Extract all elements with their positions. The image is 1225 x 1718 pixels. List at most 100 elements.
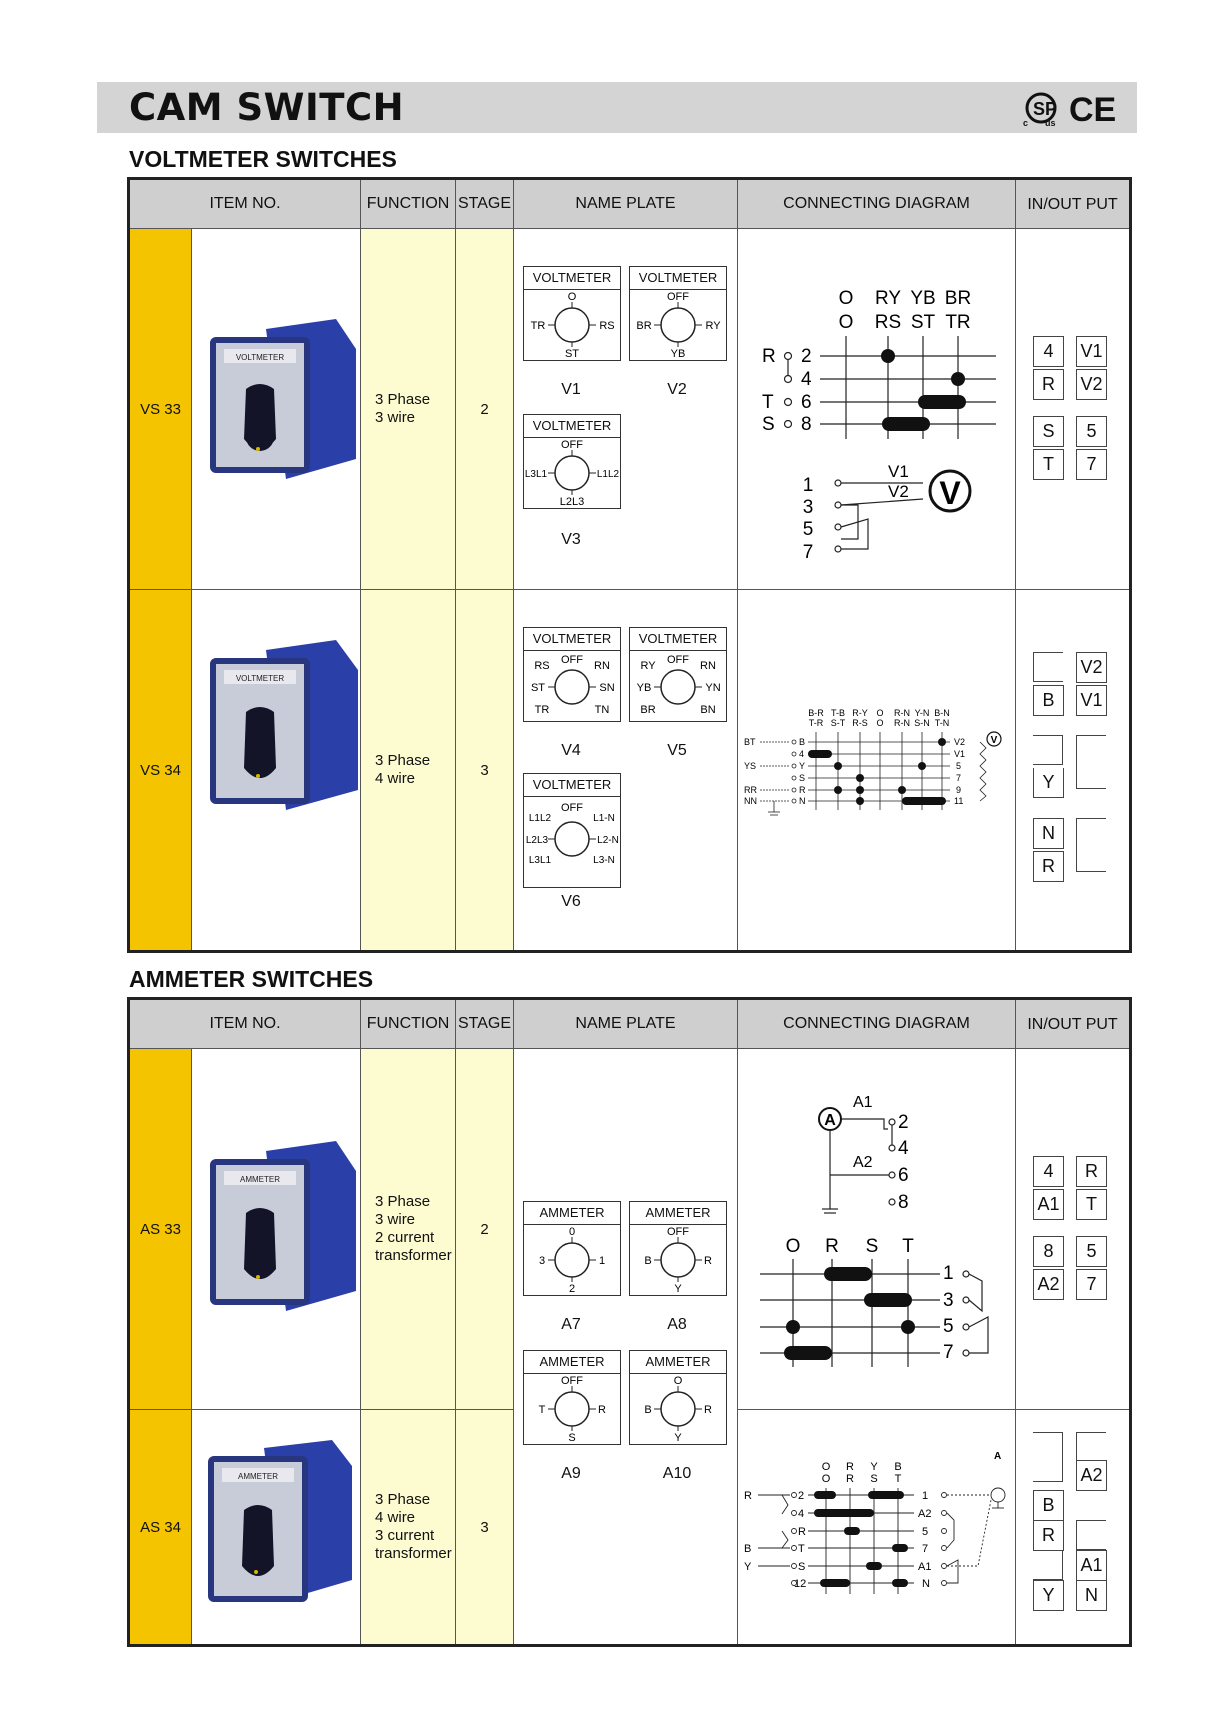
svg-text:ST: ST	[911, 312, 936, 333]
plate-head: VOLTMETER	[524, 267, 621, 290]
svg-text:YS: YS	[744, 761, 756, 771]
svg-text:RY: RY	[640, 660, 656, 672]
io-terminal: R	[1033, 1520, 1065, 1551]
svg-text:R-N: R-N	[894, 718, 910, 728]
svg-text:R-Y: R-Y	[852, 708, 868, 718]
svg-text:L2-N: L2-N	[597, 835, 619, 846]
svg-text:7: 7	[922, 1543, 928, 1555]
plate-code: V5	[667, 742, 687, 759]
svg-text:AMMETER: AMMETER	[238, 1472, 278, 1481]
svg-text:OFF: OFF	[561, 439, 583, 451]
table-row: AS 33 AMMETER 3 Phase 3 wire 2 current t…	[128, 1048, 1132, 1646]
svg-text:Y-N: Y-N	[915, 708, 930, 718]
io-terminal: V1	[1076, 336, 1108, 367]
name-plate-a7: AMMETER 0 3 1 2	[523, 1201, 622, 1296]
svg-text:SN: SN	[599, 682, 614, 694]
svg-text:R-S: R-S	[852, 718, 868, 728]
io-terminal: 5	[1076, 1236, 1108, 1267]
svg-text:ST: ST	[531, 682, 545, 694]
io-terminal: A2	[1076, 1460, 1108, 1491]
plate-head: AMMETER	[524, 1351, 621, 1374]
svg-text:T: T	[539, 1404, 546, 1416]
io-terminal: S	[1033, 416, 1065, 447]
name-plate-v3: VOLTMETER OFF L3L1 L1L2 L2L3	[523, 414, 622, 509]
svg-text:B: B	[644, 1255, 651, 1267]
svg-text:VOLTMETER: VOLTMETER	[236, 674, 285, 683]
function-cell: 3 Phase 3 wire	[360, 228, 457, 590]
col-name-plate: NAME PLATE	[513, 178, 739, 229]
svg-text:R: R	[825, 1236, 839, 1257]
svg-text:TR: TR	[535, 704, 550, 716]
plate-code: V1	[561, 381, 581, 398]
svg-text:6: 6	[801, 392, 812, 413]
col-function: FUNCTION	[360, 178, 457, 229]
svg-text:S: S	[568, 1432, 575, 1444]
svg-text:TR: TR	[531, 320, 546, 332]
io-terminal: 4	[1033, 336, 1065, 367]
name-plate-v1: VOLTMETER O TR RS ST	[523, 266, 622, 361]
cam-switch-image: AMMETER	[210, 1141, 356, 1311]
svg-text:S-T: S-T	[831, 718, 846, 728]
name-plate-v6: VOLTMETER OFF L1L2 L1-N L2L3 L2-N L3L1 L…	[523, 773, 622, 888]
certification-logos: SP c us CE	[1023, 88, 1123, 136]
svg-text:8: 8	[801, 414, 812, 435]
function-line: 3 wire	[375, 1211, 416, 1228]
svg-text:ST: ST	[565, 348, 579, 360]
cert-c: c	[1023, 118, 1028, 128]
name-plate-cell: VOLTMETER O TR RS ST V1 VOLTMETER	[513, 228, 739, 590]
col-inout-put: IN/OUT PUT	[1015, 998, 1132, 1049]
io-terminal: A2	[1033, 1269, 1065, 1300]
header-banner: CAM SWITCH SP c us CE	[97, 82, 1137, 133]
svg-text:2: 2	[801, 346, 812, 367]
svg-text:L1L2: L1L2	[529, 813, 552, 824]
table-row: VS 34 VOLTMETER 3 Phase 4 wire 3	[128, 589, 1132, 952]
svg-text:B: B	[894, 1461, 901, 1473]
svg-text:O: O	[877, 708, 884, 718]
svg-text:TN: TN	[595, 704, 610, 716]
col-connecting-diagram: CONNECTING DIAGRAM	[737, 998, 1017, 1049]
name-plate-v4: VOLTMETER OFF RS RN ST SN TR TN	[523, 627, 622, 722]
ammeter-table: ITEM NO. FUNCTION STAGE NAME PLATE CONNE…	[127, 997, 1133, 1647]
col-connecting-diagram: CONNECTING DIAGRAM	[737, 178, 1017, 229]
plate-head: AMMETER	[524, 1202, 621, 1225]
connecting-diagram-cell: A A1 A2 2 4 6 8 O R S T 1 3 5 7	[737, 1048, 1017, 1410]
stage-cell: 2	[455, 1048, 515, 1410]
col-stage: STAGE	[455, 998, 515, 1049]
io-terminal: N	[1076, 1580, 1108, 1611]
svg-text:T: T	[762, 392, 774, 413]
io-terminal: T	[1076, 1189, 1108, 1220]
plate-code: V3	[561, 531, 581, 548]
svg-text:A2: A2	[918, 1508, 931, 1520]
plate-code: V4	[561, 742, 581, 759]
function-line: 3 current	[375, 1527, 435, 1544]
inout-cell: 4 V1 R V2 S 5 T 7	[1015, 228, 1132, 590]
name-plate-v2: VOLTMETER OFF BR RY YB	[629, 266, 728, 361]
svg-text:O: O	[839, 312, 854, 333]
switch-photo: AMMETER	[190, 1409, 362, 1646]
io-terminal: R	[1033, 369, 1065, 400]
svg-text:1: 1	[943, 1263, 954, 1284]
svg-text:YB: YB	[671, 348, 686, 360]
plate-code: A7	[561, 1316, 581, 1333]
svg-text:L2L3: L2L3	[560, 496, 584, 508]
svg-text:3: 3	[803, 497, 814, 518]
svg-text:A: A	[824, 1112, 836, 1129]
svg-text:A1: A1	[853, 1094, 873, 1111]
svg-text:R: R	[846, 1473, 854, 1485]
io-terminal: Y	[1033, 1580, 1065, 1611]
meter-label: A	[994, 1451, 1001, 1462]
svg-text:3: 3	[943, 1290, 954, 1311]
table-header-row: ITEM NO. FUNCTION STAGE NAME PLATE CONNE…	[127, 998, 1132, 1049]
svg-text:7: 7	[803, 542, 814, 563]
stage-cell: 3	[455, 1409, 515, 1646]
cert-us: us	[1045, 118, 1056, 128]
name-plate-a8: AMMETER OFF B R Y	[629, 1201, 728, 1296]
switch-photo: AMMETER	[190, 1048, 362, 1410]
inout-cell: 4 R A1 T 8 5 A2 7	[1015, 1048, 1132, 1410]
svg-text:V2: V2	[954, 737, 965, 747]
svg-text:5: 5	[922, 1526, 928, 1538]
svg-text:R: R	[744, 1490, 752, 1502]
svg-text:T-B: T-B	[831, 708, 845, 718]
col-name-plate: NAME PLATE	[513, 998, 739, 1049]
col-item-no: ITEM NO.	[127, 178, 362, 229]
